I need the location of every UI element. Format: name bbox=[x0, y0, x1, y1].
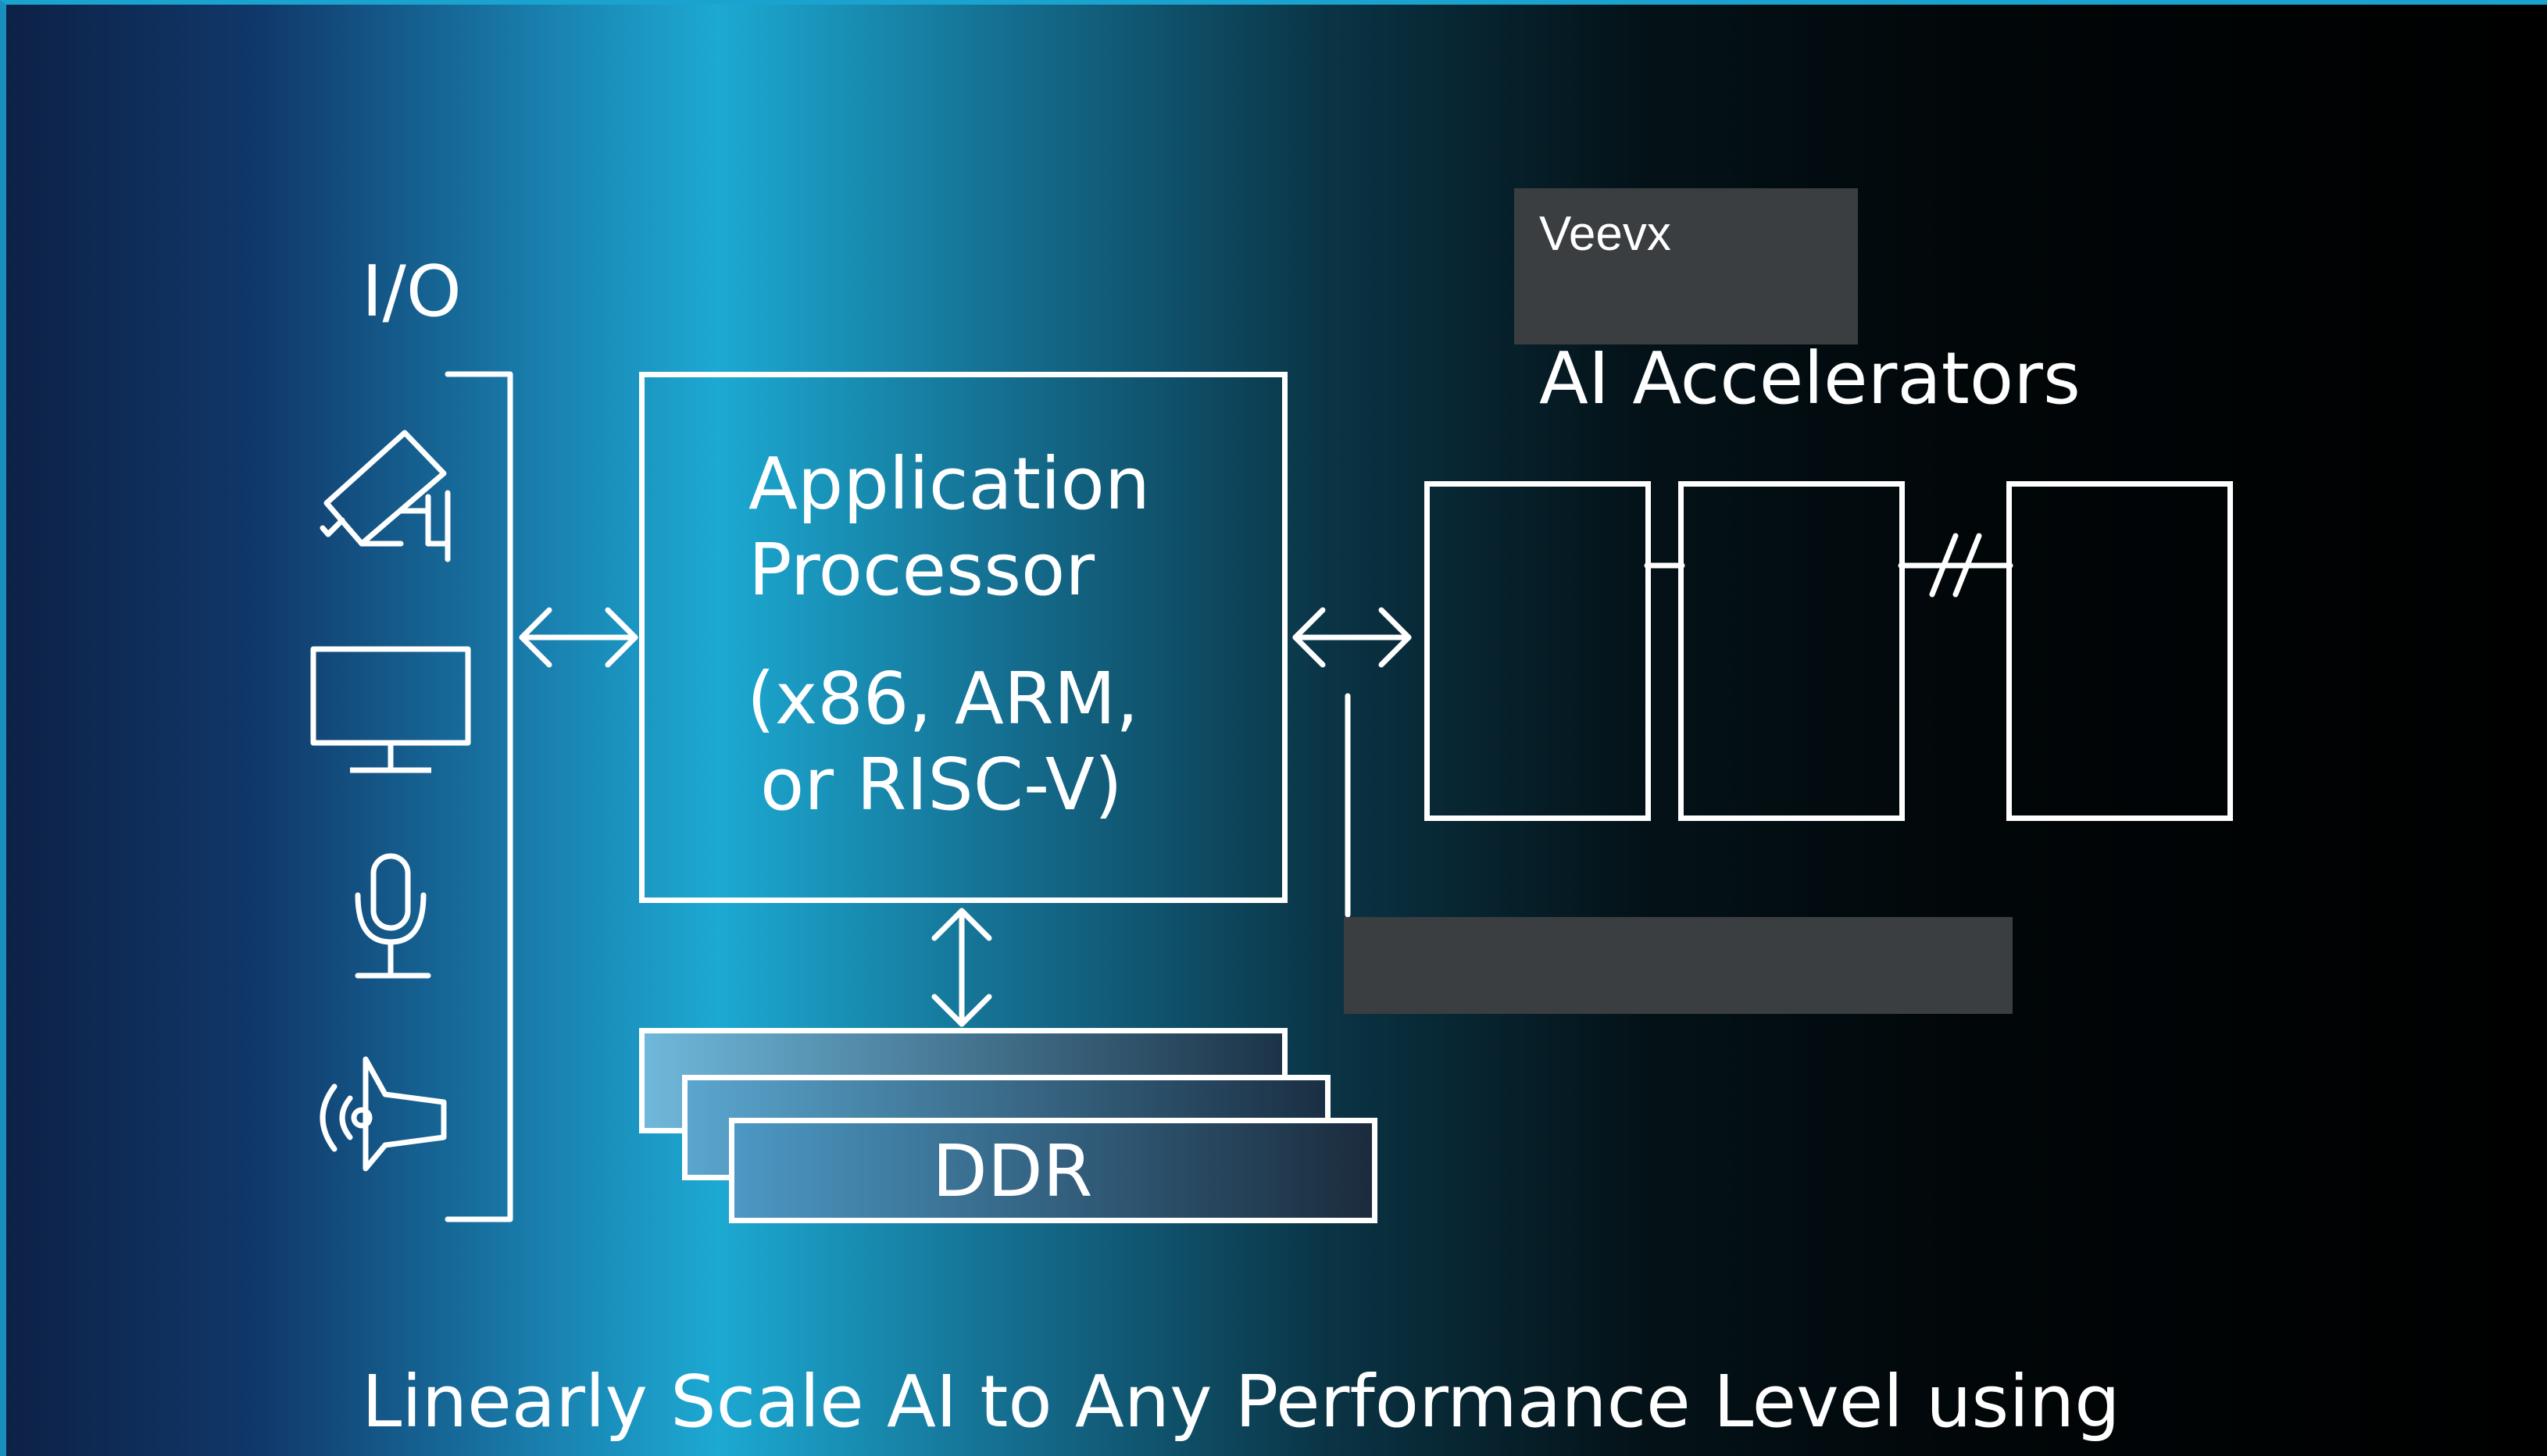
io-bracket bbox=[445, 371, 513, 1222]
connector-lines bbox=[310, 371, 2013, 1222]
io-label: I/O bbox=[362, 251, 462, 333]
accel-break-mark-2 bbox=[1952, 533, 1982, 598]
accelerator-box-2 bbox=[1678, 481, 1905, 821]
processor-ddr-arrow bbox=[931, 908, 992, 1027]
speaker-icon bbox=[320, 1056, 447, 1172]
redacted-callout bbox=[1344, 917, 2013, 1014]
processor-arch-line1: (x86, ARM, bbox=[747, 657, 1139, 740]
io-processor-arrow bbox=[519, 607, 638, 668]
accelerators-title: AI Accelerators bbox=[1539, 337, 2081, 420]
vendor-label: Veevx bbox=[1539, 207, 1671, 261]
accel-break-mark-1 bbox=[1929, 533, 1959, 598]
processor-arch-line2: or RISC-V) bbox=[760, 743, 1123, 826]
application-processor-box bbox=[639, 372, 1288, 903]
ddr-label: DDR bbox=[932, 1129, 1093, 1213]
processor-title-line1: Application bbox=[748, 442, 1151, 526]
processor-accelerator-arrow bbox=[1292, 607, 1412, 668]
camera-icon bbox=[320, 430, 451, 562]
accelerator-box-3 bbox=[2006, 481, 2233, 821]
microphone-icon bbox=[355, 853, 431, 979]
ddr-module-front bbox=[729, 1118, 1377, 1223]
monitor-icon bbox=[310, 646, 471, 773]
processor-title-line2: Processor bbox=[748, 528, 1095, 612]
footer-caption: Linearly Scale AI to Any Performance Lev… bbox=[362, 1360, 2120, 1444]
accelerator-box-1 bbox=[1424, 481, 1651, 821]
vendor-label-background bbox=[1514, 188, 1858, 344]
